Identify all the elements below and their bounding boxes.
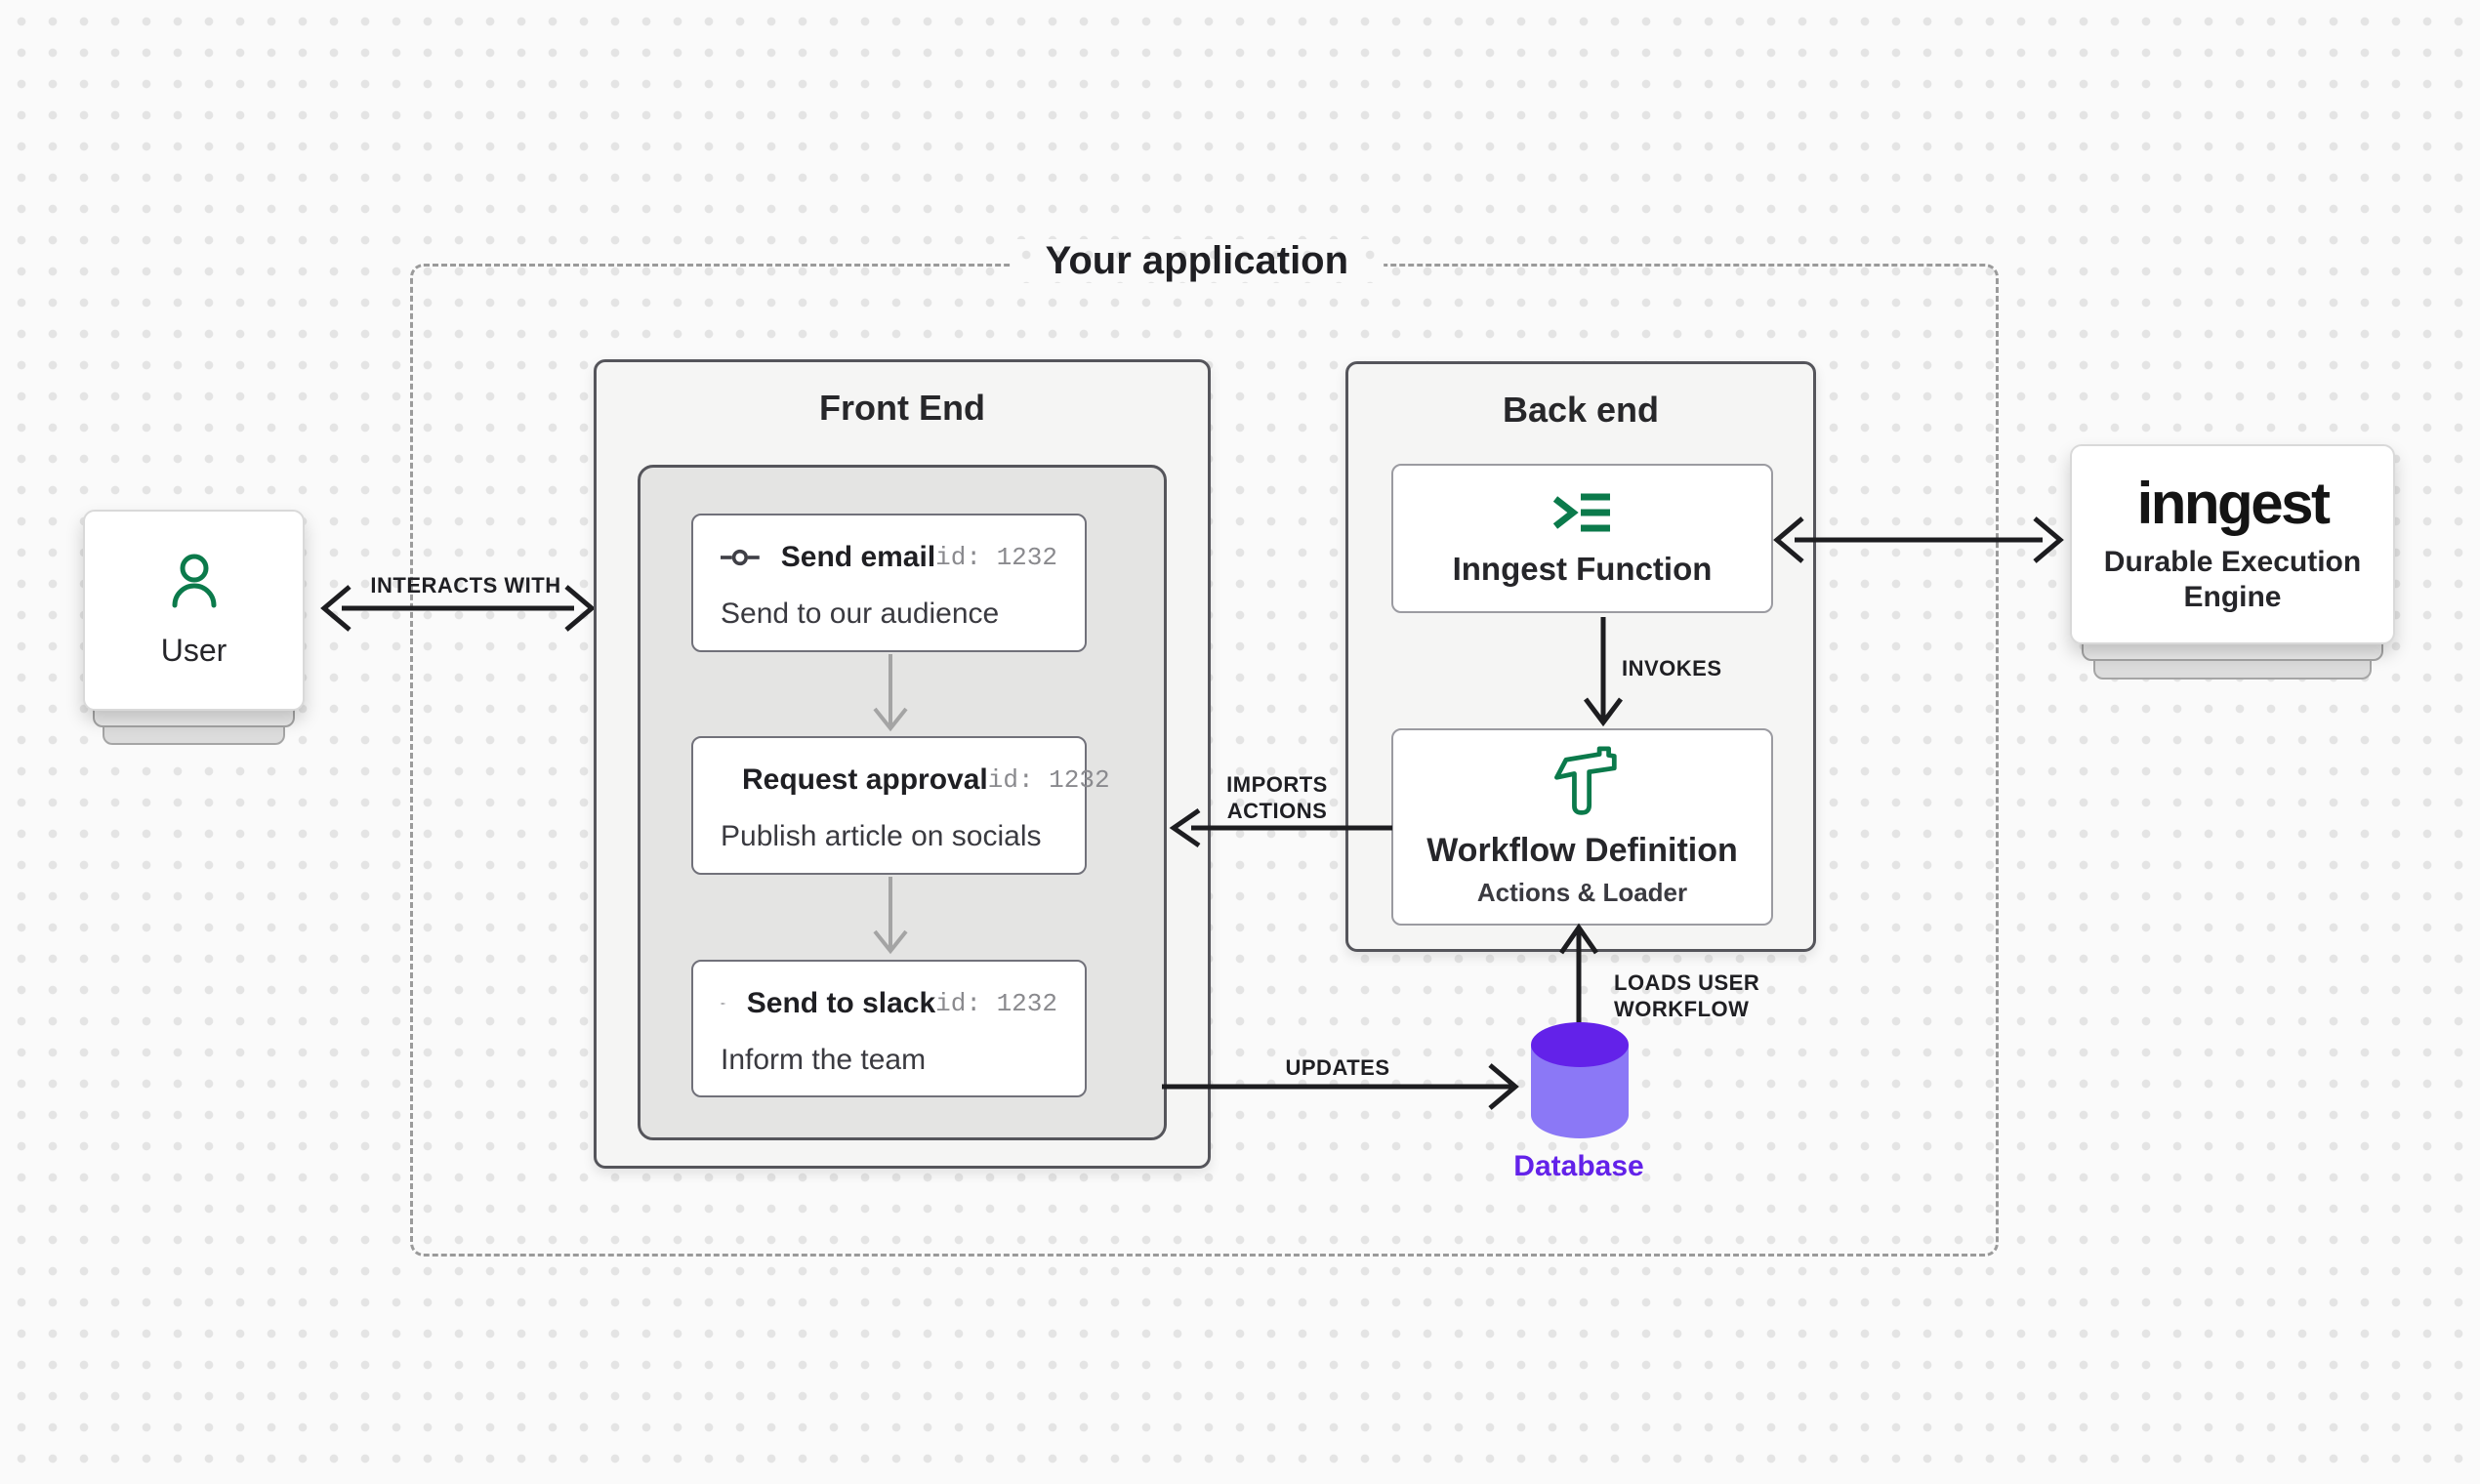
inngest-engine-node: inngest Durable Execution Engine [2070,444,2395,644]
step-description: Send to our audience [721,598,1000,630]
step-id: id: 1232 [935,989,1057,1018]
step-title: Send to slack [746,987,936,1019]
user-node-label: User [160,632,227,668]
back-end-panel: Back end Inngest Function INVOKES Workfl… [1345,361,1816,952]
invokes-arrow [1584,617,1623,727]
invokes-label: INVOKES [1622,656,1722,680]
loads-user-workflow-arrow [1558,923,1599,1035]
step-title: Send email [780,541,936,573]
your-application-container: Your application [410,239,1999,1257]
loads-user-workflow-line1: LOADS USER [1614,970,1760,995]
step-flow-arrow [873,654,908,732]
database-label: Database [1513,1150,1644,1182]
person-icon [172,554,216,607]
interacts-with-arrow [320,585,596,632]
commit-icon [721,549,760,566]
commit-icon [721,1003,725,1005]
function-list-icon [1552,493,1610,531]
step-description: Inform the team [721,1044,927,1076]
user-node: User [83,510,305,711]
updates-label: UPDATES [1285,1055,1390,1080]
step-flow-arrow [873,877,908,955]
your-application-title: Your application [1010,239,1385,283]
step-id: id: 1232 [987,765,1110,795]
step-card-header: Send email id: 1232 [721,541,1057,574]
hammer-icon [1553,746,1617,815]
imports-actions-arrow [1169,807,1392,848]
imports-actions-line1: IMPORTS [1226,772,1328,797]
imports-actions-label: IMPORTS ACTIONS [1226,771,1328,824]
database-cylinder-icon [1531,1022,1629,1138]
back-end-title: Back end [1502,390,1660,430]
loads-user-workflow-label: LOADS USER WORKFLOW [1614,969,1759,1022]
workflow-editor-box: Send email id: 1232 Send to our audience… [638,465,1167,1140]
front-end-panel: Front End Send email id: 1232 Send to ou… [594,359,1211,1169]
step-card-header: Send to slack id: 1232 [721,987,1057,1020]
inngest-function-card: Inngest Function [1391,464,1773,613]
step-card-send-to-slack: Send to slack id: 1232 Inform the team [691,960,1087,1097]
workflow-definition-card: Workflow Definition Actions & Loader [1391,728,1773,926]
workflow-definition-subtitle: Actions & Loader [1476,878,1688,907]
imports-actions-line2: ACTIONS [1226,799,1328,823]
step-title: Request approval [742,763,988,796]
step-id: id: 1232 [935,543,1057,572]
step-card-header: Request approval id: 1232 [721,763,1110,797]
workflow-definition-title: Workflow Definition [1426,832,1738,869]
step-card-request-approval: Request approval id: 1232 Publish articl… [691,736,1110,875]
inngest-logo: inngest [2136,470,2331,536]
updates-arrow [1162,1063,1519,1110]
backend-engine-arrow [1773,516,2064,563]
front-end-title: Front End [819,388,985,428]
interacts-with-label: INTERACTS WITH [370,573,561,598]
step-description: Publish article on socials [721,820,1042,852]
engine-subtitle: Durable Execution Engine [2103,545,2362,613]
loads-user-workflow-line2: WORKFLOW [1614,997,1750,1021]
inngest-function-title: Inngest Function [1452,550,1713,587]
step-card-send-email: Send email id: 1232 Send to our audience [691,514,1087,652]
